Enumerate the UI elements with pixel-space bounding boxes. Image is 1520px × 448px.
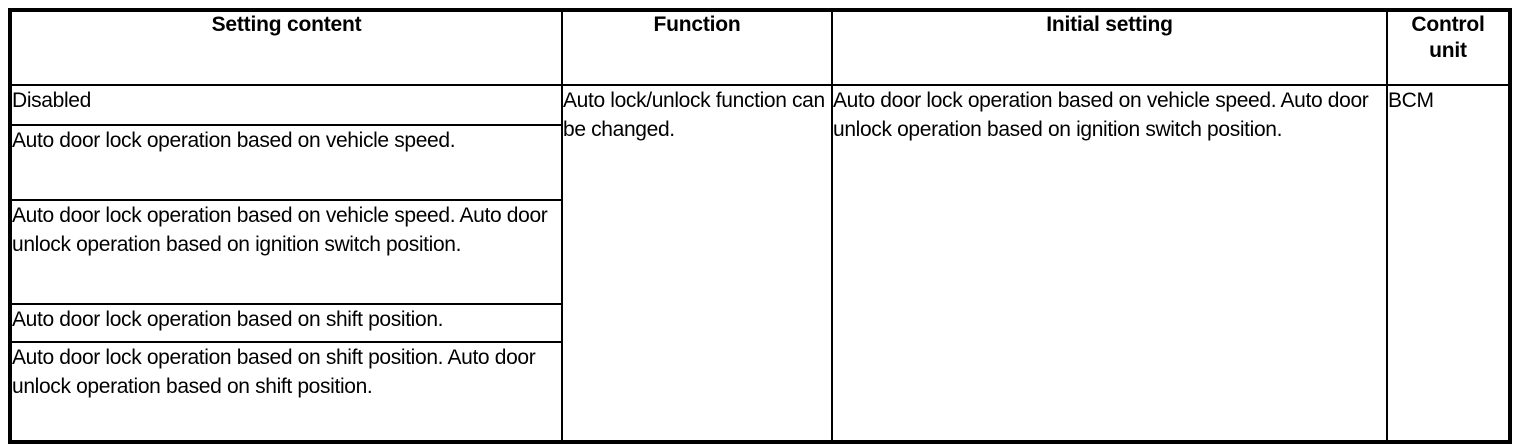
table-header-row: Setting content Function Initial setting… [9, 9, 1511, 86]
table-row: Auto door lock operation based on shift … [9, 341, 1510, 443]
table-body: Disabled Auto lock/unlock function can b… [9, 84, 1511, 443]
table-row: Auto door lock operation based on vehicl… [9, 199, 1510, 305]
control-unit-cell: BCM [1386, 84, 1511, 443]
function-text: Auto lock/unlock function can be changed… [563, 89, 825, 141]
initial-setting-cell: Auto door lock operation based on vehicl… [831, 84, 1388, 443]
column-header-control-unit: Control unit [1386, 9, 1511, 86]
column-header-setting-content: Setting content [9, 9, 563, 86]
setting-content-text-1: Disabled [12, 89, 91, 112]
column-header-setting-content-label: Setting content [211, 13, 362, 36]
setting-content-cell-4: Auto door lock operation based on shift … [9, 303, 563, 343]
setting-content-text-4: Auto door lock operation based on shift … [12, 308, 444, 331]
setting-content-text-5: Auto door lock operation based on shift … [12, 346, 536, 398]
setting-content-text-3: Auto door lock operation based on vehicl… [12, 204, 548, 256]
function-cell: Auto lock/unlock function can be changed… [561, 84, 833, 443]
table-row: Auto door lock operation based on shift … [9, 303, 1510, 343]
column-header-control-unit-label-line2: unit [1429, 39, 1467, 62]
setting-content-cell-3: Auto door lock operation based on vehicl… [9, 199, 563, 305]
initial-setting-text: Auto door lock operation based on vehicl… [833, 89, 1369, 141]
setting-content-cell-5: Auto door lock operation based on shift … [9, 341, 563, 443]
column-header-function-label: Function [653, 13, 741, 36]
table-header: Setting content Function Initial setting… [9, 9, 1511, 86]
control-unit-text: BCM [1388, 89, 1434, 112]
setting-content-cell-2: Auto door lock operation based on vehicl… [9, 124, 563, 201]
column-header-function: Function [561, 9, 833, 86]
setting-content-cell-1: Disabled [9, 84, 563, 126]
column-header-control-unit-label-line1: Control [1411, 13, 1485, 36]
table-row: Disabled Auto lock/unlock function can b… [9, 84, 1511, 443]
setting-content-text-2: Auto door lock operation based on vehicl… [12, 129, 456, 152]
table-row: Auto door lock operation based on vehicl… [9, 124, 1510, 201]
column-header-initial-setting: Initial setting [831, 9, 1388, 86]
column-header-initial-setting-label: Initial setting [1046, 13, 1173, 36]
settings-specification-table: Setting content Function Initial setting… [8, 8, 1512, 444]
